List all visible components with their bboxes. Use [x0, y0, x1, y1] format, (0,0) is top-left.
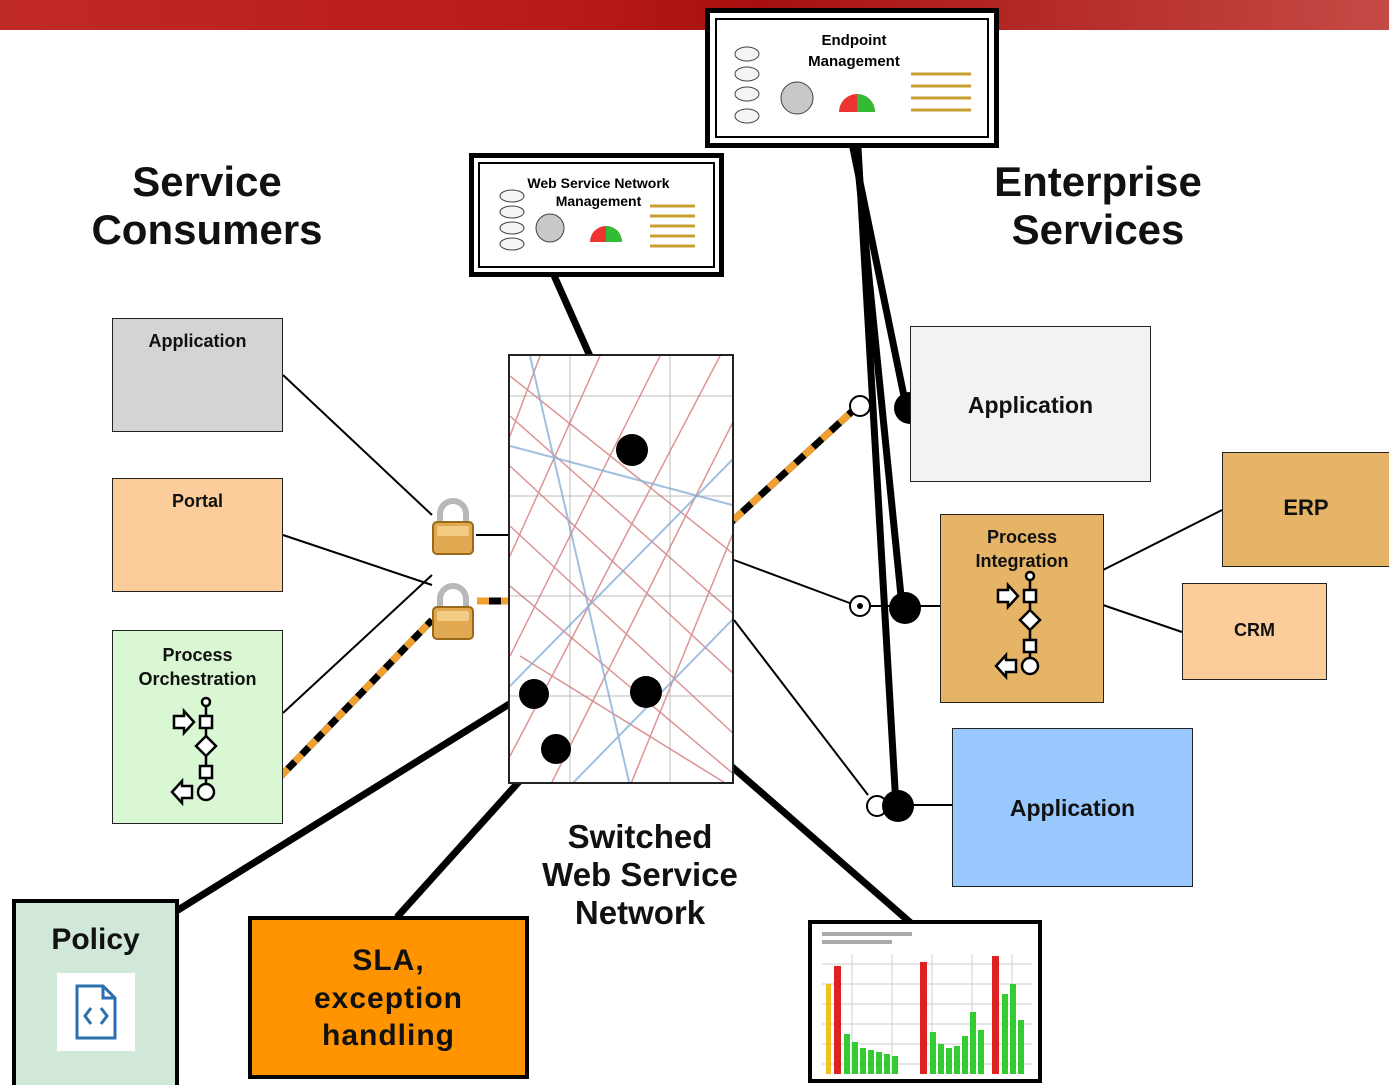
- lock-icon: [430, 498, 476, 561]
- policy-label: Policy: [51, 923, 140, 956]
- process-orchestration-box[interactable]: Process Orchestration: [112, 630, 283, 824]
- crm-label: CRM: [1234, 620, 1275, 640]
- crm-box[interactable]: CRM: [1182, 583, 1327, 680]
- process-orchestration-label-2: Orchestration: [138, 669, 257, 690]
- policy-box[interactable]: Policy: [12, 899, 179, 1085]
- dashboard-gauges-icon: [490, 186, 705, 271]
- endpoint-management-title-1: Endpoint: [821, 32, 887, 49]
- dashboard-gauges-icon: [731, 40, 981, 140]
- sla-label-3: handling: [322, 1019, 455, 1052]
- process-flow-icon: [994, 570, 1042, 680]
- erp-box[interactable]: ERP: [1222, 452, 1389, 567]
- code-document-icon: [56, 973, 135, 1051]
- web-service-network-management-panel[interactable]: Web Service Network Management: [469, 153, 724, 277]
- sla-label-1: SLA,: [352, 944, 425, 977]
- switched-network-image: [508, 354, 734, 784]
- endpoint-management-panel[interactable]: Endpoint Management: [705, 8, 999, 148]
- portal-box[interactable]: Portal: [112, 478, 283, 592]
- process-integration-label-1: Process: [986, 527, 1058, 547]
- process-integration-box[interactable]: Process Integration: [940, 514, 1104, 703]
- erp-label: ERP: [1283, 495, 1329, 520]
- process-integration-label-2: Integration: [975, 551, 1069, 572]
- service-application-top-label: Application: [967, 392, 1094, 418]
- sla-box[interactable]: SLA, exception handling: [248, 916, 529, 1079]
- process-orchestration-label-1: Process: [162, 645, 233, 665]
- switched-network-heading: Switched Web Service Network: [542, 818, 738, 931]
- service-application-top-box[interactable]: Application: [910, 326, 1151, 482]
- enterprise-services-heading: Enterprise Services: [994, 158, 1202, 254]
- report-chart-thumbnail[interactable]: [808, 920, 1042, 1083]
- consumer-application-box[interactable]: Application: [112, 318, 283, 432]
- service-consumers-heading: Service Consumers: [91, 158, 323, 254]
- sla-label-2: exception: [313, 981, 464, 1015]
- consumer-application-label: Application: [148, 331, 247, 351]
- lock-icon: [430, 583, 476, 646]
- service-application-bottom-box[interactable]: Application: [952, 728, 1193, 887]
- portal-label: Portal: [171, 491, 223, 511]
- wsn-management-title-1: Web Service Network: [527, 175, 670, 191]
- service-application-bottom-label: Application: [1009, 795, 1136, 821]
- wsn-management-title-2: Management: [555, 193, 642, 210]
- endpoint-management-title-2: Management: [808, 53, 900, 70]
- process-flow-icon: [169, 696, 218, 806]
- header-bar: [0, 0, 1389, 30]
